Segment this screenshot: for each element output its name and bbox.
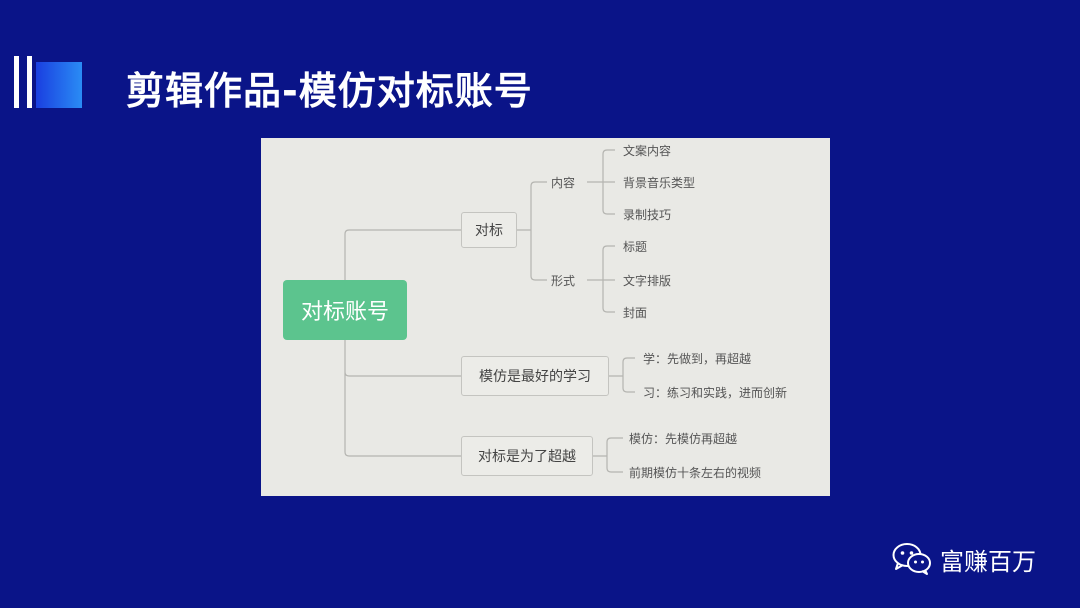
leaf-node: 录制技巧 <box>623 208 672 222</box>
leaf-node: 文字排版 <box>623 274 672 288</box>
connector-lines <box>344 149 635 473</box>
branch-node-mofang: 模仿是最好的学习 <box>461 356 609 396</box>
connector-duibiao <box>517 181 547 281</box>
connector-xingshi <box>587 245 615 313</box>
leaf-node: 前期模仿十条左右的视频 <box>629 466 762 480</box>
sub-node-neirong: 内容 <box>551 176 576 190</box>
branch-node-duibiao: 对标 <box>461 212 517 248</box>
sub-node-xingshi: 形式 <box>551 274 576 288</box>
slide-title: 剪辑作品-模仿对标账号 <box>126 69 533 113</box>
accent-bar-right <box>27 56 32 108</box>
brand-name: 富赚百万 <box>940 547 1036 576</box>
branch-node-chaoyue: 对标是为了超越 <box>461 436 593 476</box>
leaf-node: 标题 <box>623 240 648 254</box>
connector-chaoyue <box>593 437 623 473</box>
mindmap-panel: 对标账号 对标 内容 文案内容 背景音乐类型 录制技巧 形式 标题 文字排版 封… <box>261 138 830 496</box>
leaf-node: 背景音乐类型 <box>623 176 696 190</box>
brand-watermark: 富赚百万 <box>892 538 1036 580</box>
leaf-node: 学：先做到，再超越 <box>643 352 752 366</box>
connector-root-branches <box>344 229 461 457</box>
leaf-node: 文案内容 <box>623 144 672 158</box>
accent-block <box>36 62 82 108</box>
connector-neirong <box>587 149 615 215</box>
connector-mofang <box>609 357 635 393</box>
leaf-node: 模仿：先模仿再超越 <box>629 432 738 446</box>
root-node: 对标账号 <box>283 280 407 340</box>
accent-bar-left <box>14 56 19 108</box>
leaf-node: 封面 <box>623 306 648 320</box>
leaf-node: 习：练习和实践，进而创新 <box>643 386 788 400</box>
wechat-icon <box>892 543 931 575</box>
